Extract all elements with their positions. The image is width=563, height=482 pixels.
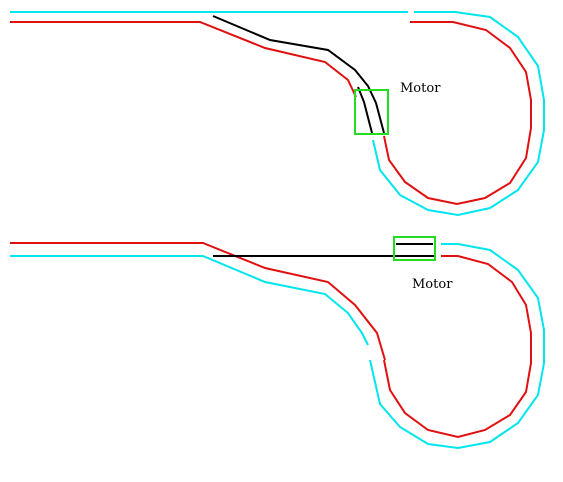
rail-outer-bottom-left [10,255,369,346]
motor-label-top: Motor [400,81,441,96]
diagram-top: Motor [10,11,545,217]
link-bar-top-a [212,15,385,134]
motor-label-bottom: Motor [412,277,453,292]
rail-inner-bottom-right [383,255,532,439]
diagram-bottom: Motor [10,236,545,450]
link-bar-top-b [357,86,373,134]
motor-box-bottom [393,236,436,261]
motor-box-top [354,89,389,135]
rail-inner-bottom-left [10,242,386,361]
rail-inner-top-right [383,21,532,206]
rail-outer-bottom-loop [369,243,545,450]
rail-inner-top-left [10,21,357,98]
rail-outer-top-loop [372,11,545,217]
